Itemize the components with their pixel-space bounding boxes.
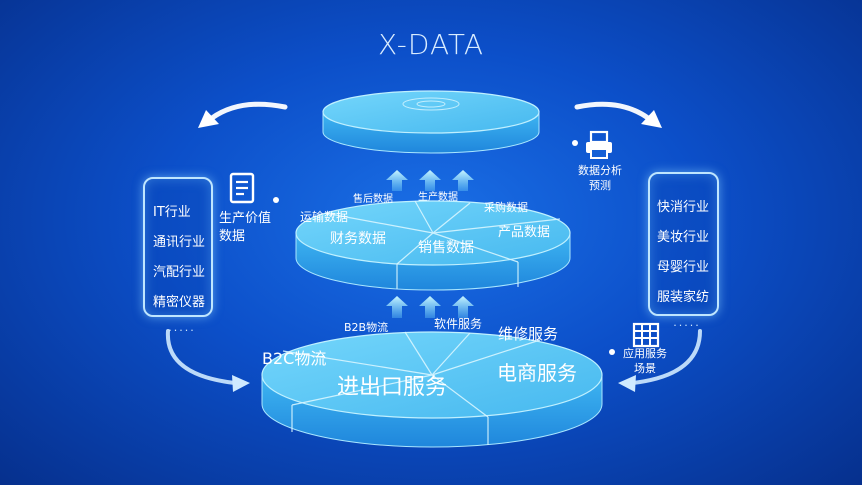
segment-label: B2C物流	[262, 349, 326, 368]
connector-dot-right-top	[572, 140, 578, 146]
segment-label: B2B物流	[344, 320, 388, 334]
arrows-upper	[386, 170, 474, 191]
scenarios-label: 应用服务 场景	[617, 346, 673, 376]
curved-arrow-top-left	[198, 101, 288, 128]
middle-disk	[295, 200, 571, 291]
list-item: 精密仪器	[153, 295, 206, 310]
production-value-label: 生产价值 数据	[219, 210, 271, 246]
list-item: 母婴行业	[657, 260, 710, 275]
segment-label: 售后数据	[353, 192, 393, 205]
list-item: IT行业	[153, 205, 191, 220]
industries-panel-left: IT行业 通讯行业 汽配行业 精密仪器 .....	[143, 177, 213, 334]
curved-arrow-top-right	[574, 101, 662, 128]
segment-label: 进出口服务	[337, 375, 447, 400]
ellipsis: .....	[168, 321, 196, 334]
segment-label: 电商服务	[497, 361, 577, 385]
list-item: 服装家纺	[657, 290, 710, 305]
top-disk	[322, 90, 540, 154]
curved-arrow-bottom-left	[165, 329, 250, 392]
segment-label: 生产数据	[418, 190, 458, 203]
document-icon	[229, 172, 255, 204]
segment-label: 销售数据	[418, 240, 474, 256]
curved-arrow-bottom-right	[618, 329, 702, 392]
ellipsis: .....	[673, 316, 701, 329]
industries-panel-right: 快消行业 美妆行业 母婴行业 服装家纺 .....	[648, 172, 719, 329]
segment-label: 财务数据	[330, 231, 386, 247]
callout-line: 数据分析	[578, 164, 622, 177]
segment-label: 维修服务	[498, 325, 558, 343]
segment-label: 运输数据	[300, 209, 348, 224]
bottom-disk	[261, 331, 603, 448]
segment-label: 软件服务	[434, 316, 482, 331]
grid-icon	[632, 322, 660, 348]
callout-line: 预测	[589, 179, 611, 192]
connector-dot-left	[273, 197, 279, 203]
callout-line: 生产价值	[219, 211, 272, 226]
connector-dot-right-bottom	[609, 349, 615, 355]
analysis-label: 数据分析 预测	[576, 163, 624, 193]
callout-line: 应用服务	[623, 347, 667, 360]
callout-line: 数据	[219, 229, 246, 244]
list-item: 通讯行业	[153, 235, 206, 250]
callout-line: 场景	[634, 362, 656, 375]
list-item: 汽配行业	[153, 265, 206, 280]
page-title: X-DATA	[377, 28, 485, 61]
segment-label: 采购数据	[484, 200, 528, 214]
printer-icon	[586, 130, 612, 159]
arrows-lower	[386, 296, 474, 318]
segment-label: 产品数据	[498, 225, 550, 240]
list-item: 美妆行业	[657, 230, 710, 245]
list-item: 快消行业	[657, 200, 710, 215]
